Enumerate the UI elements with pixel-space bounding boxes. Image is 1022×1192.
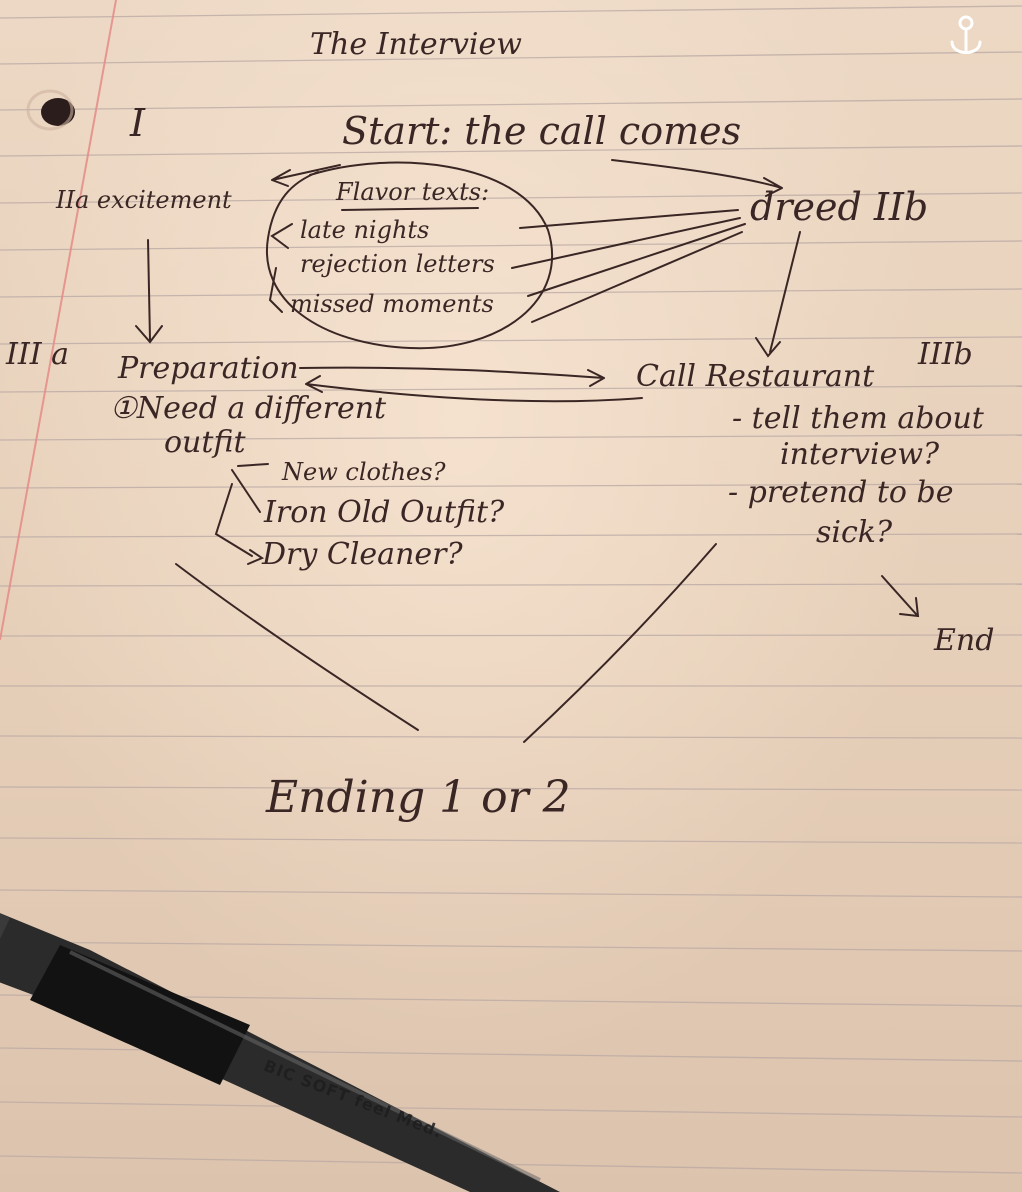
outfit-option: Dry Cleaner? [262,537,463,572]
tell-line-1: - tell them about [732,401,984,436]
flavor-line-4 [531,231,743,323]
arrow-start-excitement [271,164,341,187]
flavor-line-3 [527,223,746,297]
pen-highlight [69,950,541,1182]
flavor-bracket [268,223,293,313]
flavor-underline [341,207,479,211]
page-title: The Interview [310,27,522,62]
outfit-bracket [214,463,269,565]
margin-line [0,0,117,641]
need-outfit-line-2: outfit [164,425,246,460]
share-icon[interactable] [946,14,986,58]
ending-line-right [523,543,717,743]
ending-node: Ending 1 or 2 [266,772,571,823]
preparation-node: Preparation [118,351,299,386]
outfit-option: Iron Old Outfit? [264,495,505,530]
binder-hole [41,98,75,126]
dreed-node: dreed IIb [750,185,929,229]
section-one-label: I [130,101,146,145]
flavor-heading: Flavor texts: [336,178,490,206]
flavor-item: rejection letters [300,250,495,278]
arrow-prep-call [299,366,605,387]
tell-line-2: interview? [780,437,940,472]
arrow-call-prep [305,375,643,403]
flavor-item: late nights [300,216,430,244]
flavor-item: missed moments [290,290,494,318]
ending-line-left [175,563,419,731]
start-node: Start: the call comes [342,109,742,153]
arrow-excitement-prep [135,239,163,344]
binder-hole-shadow [26,89,74,131]
pen-tip [0,913,10,939]
pen [0,913,560,1192]
pretend-line-2: sick? [816,515,893,550]
arrow-start-dreed [611,159,783,197]
flavor-circle [265,161,554,350]
call-marker: IIIb [918,337,973,372]
ruled-lines [0,5,1022,1174]
need-outfit-line-1: ①Need a different [110,391,387,426]
pretend-line-1: - pretend to be [728,475,954,510]
end-node: End [934,623,995,658]
flavor-line-2 [511,217,741,269]
share-icon-graphic [950,15,982,54]
ink-strokes [135,159,920,743]
arrow-to-end [881,575,920,618]
pen-grip [30,945,250,1085]
excitement-node: IIa excitement [56,186,232,214]
prep-marker: III a [6,337,69,372]
call-restaurant-node: Call Restaurant [636,359,875,394]
arrow-dreed-call [755,231,801,358]
outfit-option: New clothes? [282,458,446,486]
flavor-line-1 [519,209,739,229]
